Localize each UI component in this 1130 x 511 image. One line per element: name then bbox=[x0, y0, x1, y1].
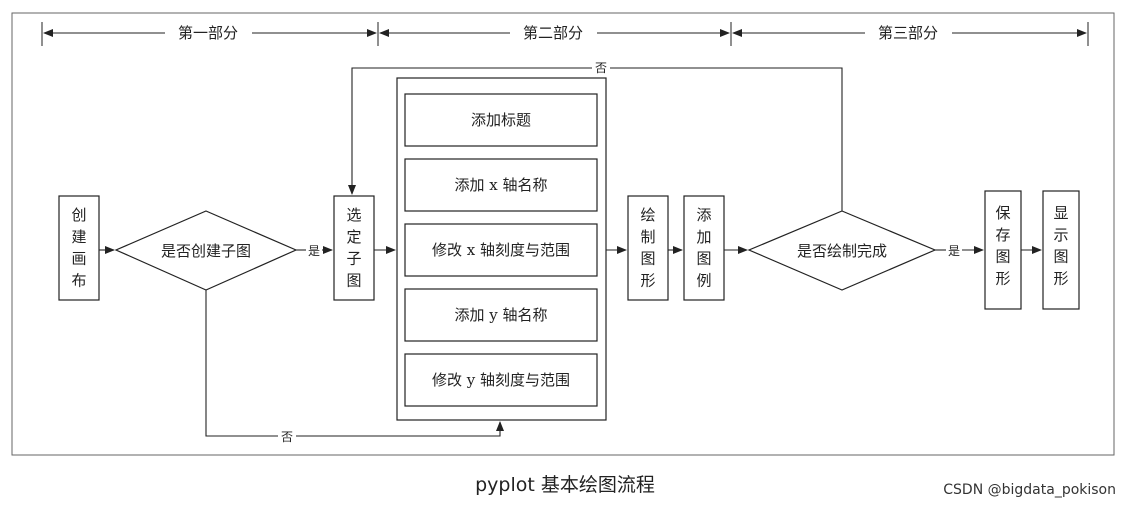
connectors bbox=[99, 67, 1042, 437]
show-figure-label: 显示图形 bbox=[1053, 204, 1068, 287]
add-legend-label: 添加图例 bbox=[696, 206, 711, 289]
modify-y-ticks-label: 修改 y 轴刻度与范围 bbox=[432, 371, 570, 389]
node-show-figure: 显示图形 bbox=[1042, 190, 1080, 310]
node-add-y-name: 添加 y 轴名称 bbox=[404, 288, 598, 342]
edge-label-no-loop: 否 bbox=[595, 61, 607, 75]
decision-done-label: 是否绘制完成 bbox=[797, 242, 887, 260]
node-add-x-name: 添加 x 轴名称 bbox=[404, 158, 598, 212]
section-label-part1: 第一部分 bbox=[178, 24, 238, 42]
flowchart: 第一部分 第二部分 第三部分 创建画布 是否创建子图 选定子图 添加标题 添加 … bbox=[11, 12, 1115, 456]
section-markers bbox=[41, 22, 1089, 46]
settings-group-frame bbox=[396, 77, 607, 421]
edge-label-yes-subplot: 是 bbox=[308, 244, 320, 258]
section-label-part3: 第三部分 bbox=[878, 24, 938, 42]
watermark-text: CSDN @bigdata_pokison bbox=[943, 482, 1116, 498]
node-select-subplot: 选定子图 bbox=[333, 195, 375, 301]
figure-caption: pyplot 基本绘图流程 bbox=[475, 474, 655, 496]
decision-create-subplot: 是否创建子图 bbox=[114, 210, 298, 291]
create-canvas-label: 创建画布 bbox=[71, 206, 86, 289]
save-figure-label: 保存图形 bbox=[995, 204, 1010, 287]
node-modify-y-ticks: 修改 y 轴刻度与范围 bbox=[404, 353, 598, 407]
section-label-part2: 第二部分 bbox=[523, 24, 583, 42]
decision-drawing-done: 是否绘制完成 bbox=[747, 210, 937, 291]
node-modify-x-ticks: 修改 x 轴刻度与范围 bbox=[404, 223, 598, 277]
draw-graph-label: 绘制图形 bbox=[640, 206, 655, 289]
edge-no-subplot-a bbox=[205, 290, 278, 437]
node-draw-graph: 绘制图形 bbox=[627, 195, 669, 301]
edge-loop-b bbox=[348, 67, 592, 195]
node-add-legend: 添加图例 bbox=[683, 195, 725, 301]
edge-loop-a bbox=[610, 67, 843, 211]
edge-no-subplot-b bbox=[296, 421, 504, 437]
outer-frame bbox=[11, 12, 1115, 456]
node-add-title: 添加标题 bbox=[404, 93, 598, 147]
select-subplot-label: 选定子图 bbox=[346, 206, 361, 289]
add-x-name-label: 添加 x 轴名称 bbox=[455, 176, 548, 194]
edge-label-no-subplot: 否 bbox=[281, 430, 293, 444]
decision-subplot-label: 是否创建子图 bbox=[161, 242, 251, 260]
node-save-figure: 保存图形 bbox=[984, 190, 1022, 310]
modify-x-ticks-label: 修改 x 轴刻度与范围 bbox=[432, 241, 570, 259]
add-y-name-label: 添加 y 轴名称 bbox=[454, 306, 547, 324]
add-title-label: 添加标题 bbox=[471, 111, 531, 129]
node-create-canvas: 创建画布 bbox=[58, 195, 100, 301]
edge-label-yes-done: 是 bbox=[948, 244, 960, 258]
